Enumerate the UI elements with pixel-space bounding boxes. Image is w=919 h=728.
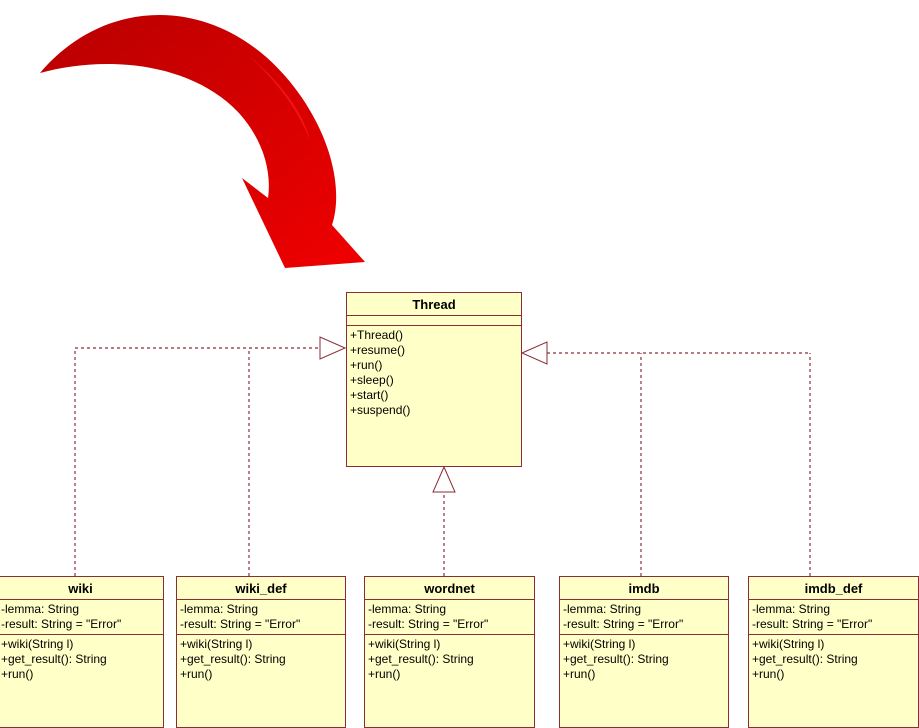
attribute: -lemma: String [1,602,80,616]
class-thread[interactable]: Thread +Thread() +resume() +run() +sleep… [346,292,522,467]
triangle-arrowhead-icon-right [520,341,548,365]
method: +resume() [350,343,406,357]
method: +get_result(): String [1,652,107,666]
methods-section: +wiki(String l) +get_result(): String +r… [560,635,728,684]
methods-section: +wiki(String l) +get_result(): String +r… [365,635,534,684]
attributes-section: -lemma: String -result: String = "Error" [560,600,728,635]
curved-arrow-body [40,15,365,268]
class-wiki[interactable]: wiki -lemma: String -result: String = "E… [0,576,164,728]
method: +run() [350,358,383,372]
class-name: imdb_def [749,577,918,600]
attributes-section: -lemma: String -result: String = "Error" [365,600,534,635]
method: +get_result(): String [563,652,669,666]
method: +run() [563,667,596,681]
attribute: -result: String = "Error" [563,617,684,631]
attribute: -result: String = "Error" [752,617,873,631]
class-name: imdb [560,577,728,600]
class-imdb-def[interactable]: imdb_def -lemma: String -result: String … [748,576,919,728]
triangle-arrowhead-icon-left [319,336,347,360]
method: +run() [1,667,34,681]
method: +start() [350,388,389,402]
methods-section: +Thread() +resume() +run() +sleep() +sta… [347,326,521,420]
class-name: wordnet [365,577,534,600]
method: +run() [368,667,401,681]
attributes-section: -lemma: String -result: String = "Error" [0,600,163,635]
attributes-section: -lemma: String -result: String = "Error" [749,600,918,635]
attributes-section: -lemma: String -result: String = "Error" [177,600,345,635]
attribute: -result: String = "Error" [180,617,301,631]
attribute: -lemma: String [752,602,831,616]
class-wordnet[interactable]: wordnet -lemma: String -result: String =… [364,576,535,728]
method: +wiki(String l) [752,637,825,651]
triangle-arrowhead-icon-bottom [432,465,456,493]
attribute: -result: String = "Error" [1,617,122,631]
methods-section: +wiki(String l) +get_result(): String +r… [0,635,163,684]
method: +suspend() [350,403,411,417]
method: +wiki(String l) [180,637,253,651]
method: +Thread() [350,328,404,342]
methods-section: +wiki(String l) +get_result(): String +r… [177,635,345,684]
method: +run() [180,667,213,681]
class-imdb[interactable]: imdb -lemma: String -result: String = "E… [559,576,729,728]
class-name: Thread [347,293,521,316]
method: +sleep() [350,373,394,387]
attribute: -result: String = "Error" [368,617,489,631]
class-name: wiki [0,577,163,600]
class-wiki-def[interactable]: wiki_def -lemma: String -result: String … [176,576,346,728]
method: +run() [752,667,785,681]
attribute: -lemma: String [563,602,642,616]
methods-section: +wiki(String l) +get_result(): String +r… [749,635,918,684]
method: +wiki(String l) [1,637,74,651]
method: +get_result(): String [368,652,474,666]
class-name: wiki_def [177,577,345,600]
method: +get_result(): String [752,652,858,666]
method: +wiki(String l) [563,637,636,651]
method: +wiki(String l) [368,637,441,651]
attributes-section [347,316,521,326]
attribute: -lemma: String [368,602,447,616]
method: +get_result(): String [180,652,286,666]
attribute: -lemma: String [180,602,259,616]
